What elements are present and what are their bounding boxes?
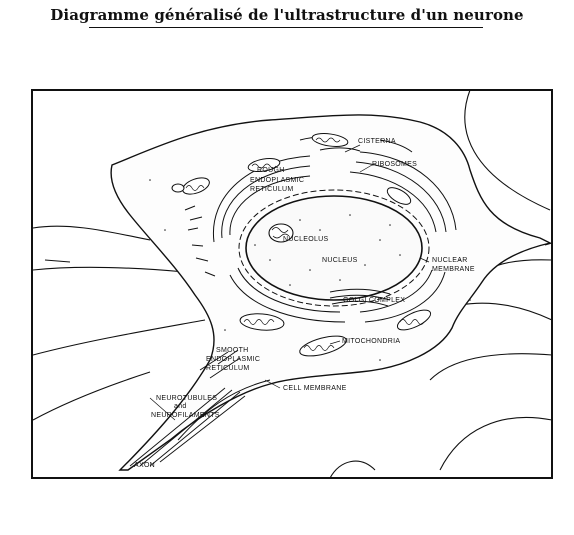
label-rough-er-3: RETICULUM [250,186,294,193]
golgi-complex [329,288,391,307]
label-smooth-er-2: ENDOPLASMIC [206,356,260,363]
neurotubules-lines [129,349,246,467]
label-rough-er-2: ENDOPLASMIC [250,177,304,184]
nucleolus [268,223,294,243]
title-underline [89,27,483,28]
label-nucleolus: NUCLEOLUS [283,236,329,243]
label-smooth-er-3: RETICULUM [206,365,250,372]
mitochondria-cristae [185,137,425,351]
label-axon: AXON [134,462,155,469]
label-nuclear-membrane-1: NUCLEAR [432,257,468,264]
label-nuclear-membrane-2: MEMBRANE [432,266,475,273]
page-title: Diagramme généralisé de l'ultrastructure… [50,6,524,24]
label-neurotubules-2: and [174,403,187,410]
label-ribosomes: RIBOSOMES [372,161,417,168]
nucleus-outline [245,195,423,301]
label-rough-er-1: ROUGH [257,167,285,174]
diagram-frame [31,89,553,479]
label-neurotubules-1: NEUROTUBULES [156,395,217,402]
label-mitochondria: MITOCHONDRIA [342,338,400,345]
label-neurotubules-3: NEUROFILAMENTS [151,412,220,419]
label-smooth-er-1: SMOOTH [216,347,249,354]
nuclear-membrane [238,189,430,307]
label-leaders [149,144,430,421]
label-golgi-complex: GOLGI COMPLEX [343,297,405,304]
label-cisterna: CISTERNA [358,138,396,145]
cytoplasm-stipple [149,179,471,361]
axon-hillock [177,379,271,441]
label-nucleus: NUCLEUS [322,257,358,264]
label-cell-membrane: CELL MEMBRANE [283,385,347,392]
